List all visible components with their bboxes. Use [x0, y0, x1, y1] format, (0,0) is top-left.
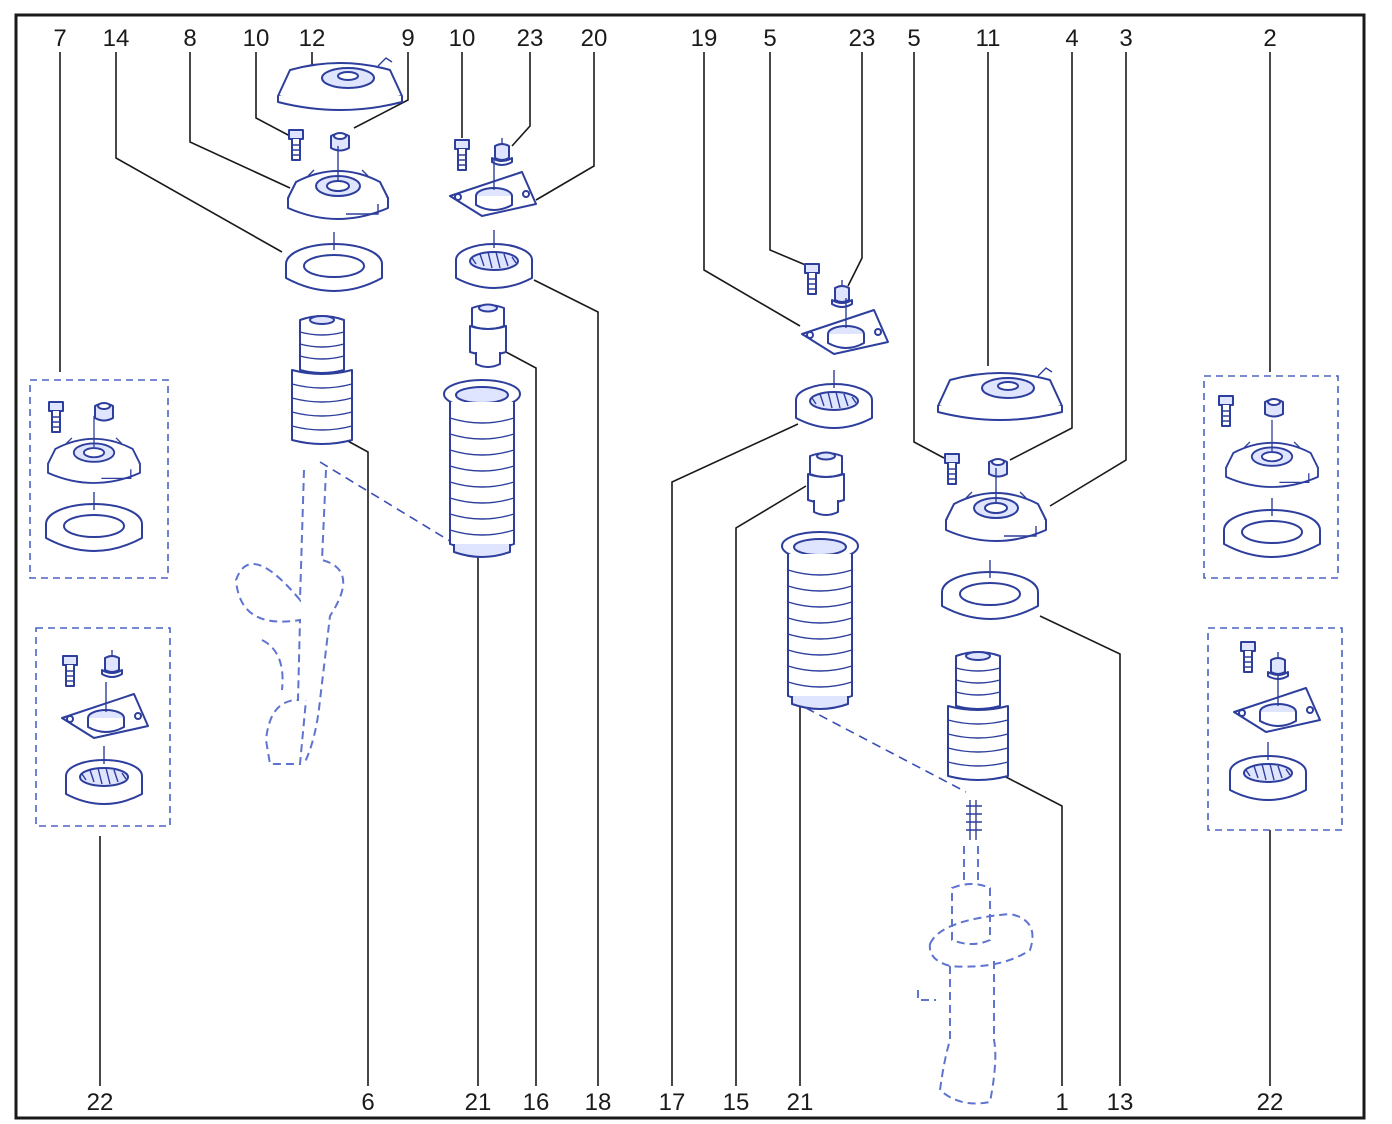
callout-14: 14	[103, 25, 130, 52]
callout-9: 9	[401, 25, 414, 52]
diagram-frame	[14, 13, 1366, 1120]
callout-6: 6	[361, 1089, 374, 1116]
callout-13: 13	[1107, 1089, 1134, 1116]
callout-11: 11	[976, 25, 1001, 52]
callout-20: 20	[581, 25, 608, 52]
callout-15: 15	[723, 1089, 750, 1116]
strut-assembly-left	[234, 57, 469, 765]
callout-5-right: 5	[907, 25, 920, 52]
callout-23-left: 23	[517, 25, 544, 52]
callout-labels-top: 7 14 8 10 12 9 10 23 20 19 5 23 5 11 4 3…	[53, 25, 1276, 52]
callout-labels-bottom: 22 6 21 16 18 17 15 21 1 13 22	[87, 1089, 1284, 1116]
option-box-22-right	[1207, 627, 1343, 831]
callout-12: 12	[299, 25, 326, 52]
callout-5-left: 5	[763, 25, 776, 52]
callout-21-left: 21	[465, 1089, 492, 1116]
callout-17: 17	[659, 1089, 686, 1116]
callout-21-right: 21	[787, 1089, 814, 1116]
callout-19: 19	[691, 25, 718, 52]
callout-8: 8	[183, 25, 196, 52]
option-box-2	[1203, 375, 1339, 579]
option-box-7	[29, 379, 169, 579]
callout-1: 1	[1055, 1089, 1068, 1116]
leader-lines	[59, 52, 1271, 1086]
strut-assembly-right	[917, 367, 1063, 1105]
option-box-22-left	[35, 627, 171, 827]
callout-4: 4	[1065, 25, 1078, 52]
callout-10-right: 10	[449, 25, 476, 52]
callout-23-right: 23	[849, 25, 876, 52]
callout-2: 2	[1263, 25, 1276, 52]
callout-7: 7	[53, 25, 66, 52]
callout-22-right: 22	[1257, 1089, 1284, 1116]
callout-16: 16	[523, 1089, 550, 1116]
strut-parts-column-2	[443, 137, 537, 558]
callout-3: 3	[1119, 25, 1132, 52]
callout-18: 18	[585, 1089, 612, 1116]
callout-10-left: 10	[243, 25, 270, 52]
strut-parts-column-3	[781, 263, 967, 793]
callout-22-left: 22	[87, 1089, 114, 1116]
